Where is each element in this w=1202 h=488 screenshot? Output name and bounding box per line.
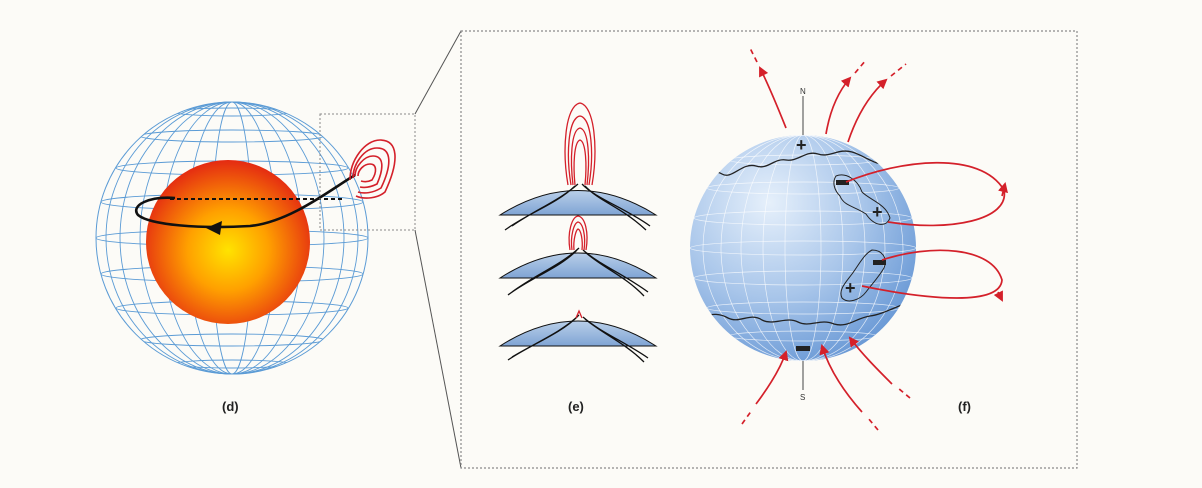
flow-loop-front <box>134 173 356 229</box>
surface-cap-2 <box>498 252 658 279</box>
panel-d: (d) <box>95 101 396 414</box>
zoom-indicator <box>319 30 1078 469</box>
globe <box>690 135 916 361</box>
north-open-field-lines <box>749 47 907 143</box>
surface-cap-3 <box>498 320 658 347</box>
active-region-2 <box>840 249 886 302</box>
closed-field-loops <box>845 161 1008 302</box>
panel-e-label: (e) <box>568 399 584 414</box>
region-2-plus: + <box>845 278 856 298</box>
south-polar-boundary <box>690 299 916 326</box>
north-label: N <box>800 87 806 96</box>
surface-field-loops <box>349 139 396 199</box>
flux-stage-1 <box>498 102 658 231</box>
flow-arrowhead <box>206 221 222 235</box>
panel-f: N S + + + <box>690 47 1008 431</box>
zoom-source-box <box>319 113 416 231</box>
panel-d-label: (d) <box>222 399 239 414</box>
flux-stage-2 <box>498 215 658 297</box>
south-open-field-lines <box>741 336 911 431</box>
north-pole-plus: + <box>796 135 807 155</box>
region-1-plus: + <box>872 202 883 222</box>
south-pole-minus <box>796 346 810 351</box>
zoom-line-top <box>414 30 462 115</box>
zoom-frame <box>460 30 1078 469</box>
flux-stage-3 <box>498 309 658 363</box>
region-1-minus <box>836 180 849 185</box>
panel-f-label: (f) <box>958 399 971 414</box>
surface-cap-1 <box>498 190 658 216</box>
active-region-1 <box>833 174 891 225</box>
panel-e: (e) <box>498 102 658 414</box>
sun-core <box>146 160 310 324</box>
zoom-line-bottom <box>414 229 462 469</box>
region-2-minus <box>873 260 886 265</box>
south-label: S <box>800 393 805 402</box>
